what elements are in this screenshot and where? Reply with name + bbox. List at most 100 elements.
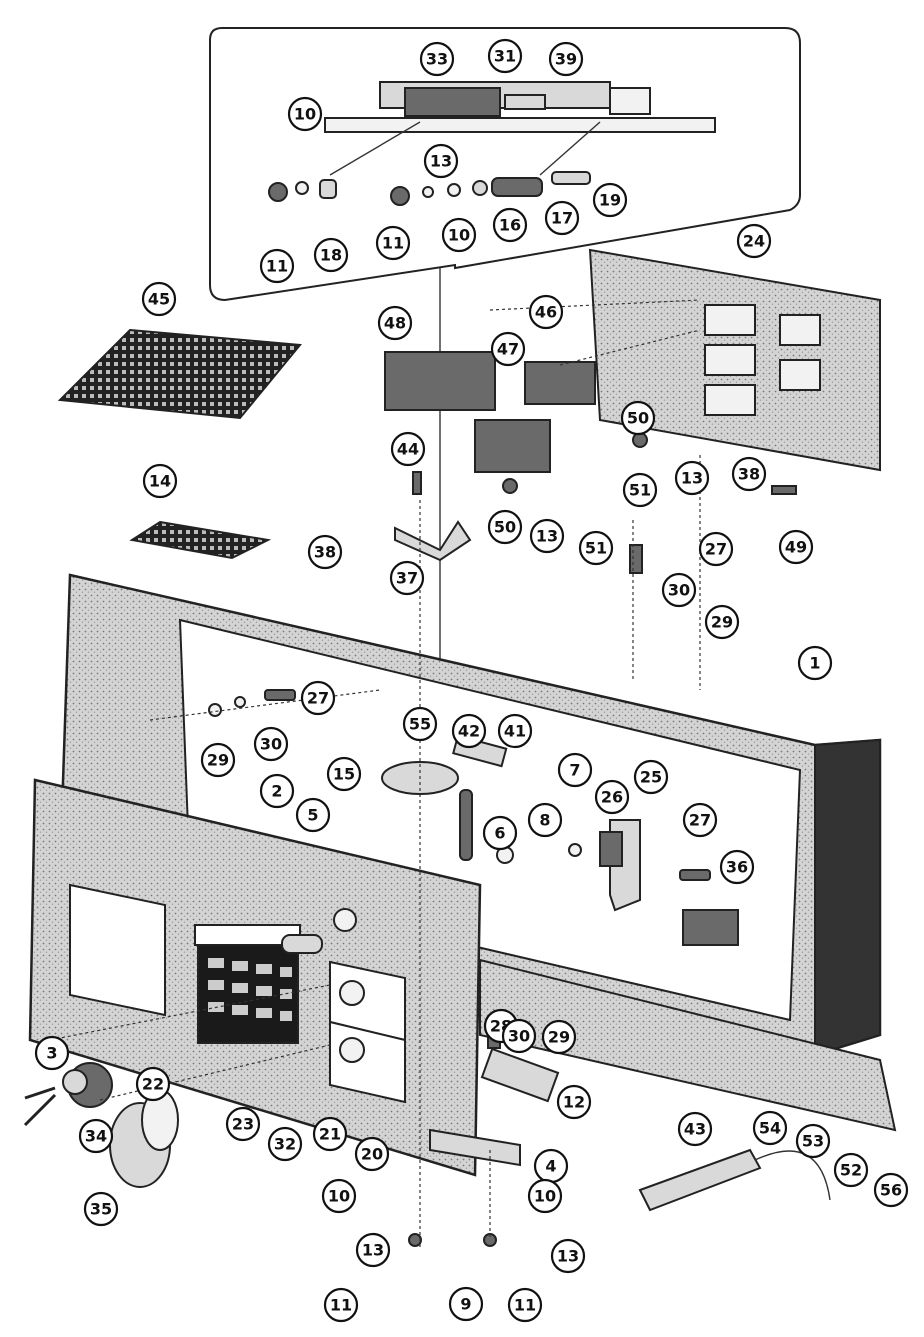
key-switch <box>23 1062 113 1127</box>
callout-34-label: 34 <box>85 1127 107 1146</box>
callout-37-label: 37 <box>396 569 418 588</box>
callout-13b: 13 <box>674 460 710 496</box>
inset-detail-box <box>209 27 801 302</box>
relay-module <box>682 909 739 946</box>
callout-20: 20 <box>354 1136 390 1172</box>
callout-6: 6 <box>482 815 518 851</box>
callout-11d-label: 11 <box>514 1296 536 1315</box>
callout-16-label: 16 <box>499 216 521 235</box>
callout-7: 7 <box>557 752 593 788</box>
callout-24: 24 <box>736 223 772 259</box>
callout-51a: 51 <box>622 472 658 508</box>
callout-16: 16 <box>492 207 528 243</box>
callout-44-label: 44 <box>397 440 419 459</box>
callout-20-label: 20 <box>361 1145 383 1164</box>
callout-4-label: 4 <box>545 1157 556 1176</box>
mesh-filter <box>57 328 302 420</box>
callout-41: 41 <box>497 713 533 749</box>
inset-arrow-left <box>329 121 421 176</box>
callout-37: 37 <box>389 560 425 596</box>
connector-block-46 <box>524 361 596 405</box>
callout-8: 8 <box>527 802 563 838</box>
callout-11d: 11 <box>507 1287 543 1323</box>
callout-15-label: 15 <box>333 765 355 784</box>
callout-38b-label: 38 <box>738 465 760 484</box>
callout-11c: 11 <box>323 1287 359 1323</box>
callout-47-label: 47 <box>497 340 519 359</box>
callout-24-label: 24 <box>743 232 765 251</box>
callout-48: 48 <box>377 305 413 341</box>
lock-cylinder <box>281 934 323 954</box>
callout-29a-label: 29 <box>711 613 733 632</box>
callout-38b: 38 <box>731 456 767 492</box>
callout-2-label: 2 <box>271 782 282 801</box>
callout-10d: 10 <box>527 1178 563 1214</box>
mounting-bracket <box>394 520 472 562</box>
callout-11a-label: 11 <box>266 257 288 276</box>
callout-18: 18 <box>313 237 349 273</box>
callout-36-label: 36 <box>726 858 748 877</box>
callout-29b-label: 29 <box>207 751 229 770</box>
callout-4: 4 <box>533 1148 569 1184</box>
callout-51b: 51 <box>578 530 614 566</box>
pendant-switch <box>638 1148 831 1212</box>
spring <box>459 789 473 861</box>
callout-10c-label: 10 <box>328 1187 350 1206</box>
callout-27c-label: 27 <box>689 811 711 830</box>
connector-block-48 <box>384 351 496 411</box>
callout-43: 43 <box>677 1111 713 1147</box>
callout-13a: 13 <box>423 143 459 179</box>
callout-49-label: 49 <box>785 538 807 557</box>
callout-27a: 27 <box>698 531 734 567</box>
callout-11b-label: 11 <box>382 234 404 253</box>
callout-8-label: 8 <box>539 811 550 830</box>
callout-22-label: 22 <box>142 1075 164 1094</box>
callout-10c: 10 <box>321 1178 357 1214</box>
callout-33-label: 33 <box>426 50 448 69</box>
callout-19-label: 19 <box>599 191 621 210</box>
circuit-board-assembly <box>324 81 716 133</box>
callout-31: 31 <box>487 38 523 74</box>
callout-35-label: 35 <box>90 1200 112 1219</box>
callout-3-label: 3 <box>46 1044 57 1063</box>
callout-10b: 10 <box>441 217 477 253</box>
callout-45-label: 45 <box>148 290 170 309</box>
callout-30a: 30 <box>661 572 697 608</box>
callout-1-label: 1 <box>809 654 820 673</box>
callout-46: 46 <box>528 294 564 330</box>
callout-44: 44 <box>390 431 426 467</box>
callout-13e: 13 <box>550 1238 586 1274</box>
callout-27c: 27 <box>682 802 718 838</box>
callout-50b: 50 <box>487 509 523 545</box>
callout-13a-label: 13 <box>430 152 452 171</box>
callout-52: 52 <box>833 1152 869 1188</box>
callout-13e-label: 13 <box>557 1247 579 1266</box>
callout-19: 19 <box>592 182 628 218</box>
callout-17-label: 17 <box>551 209 573 228</box>
callout-43-label: 43 <box>684 1120 706 1139</box>
callout-54-label: 54 <box>759 1119 781 1138</box>
callout-11a: 11 <box>259 248 295 284</box>
inset-arrow-right <box>539 121 601 176</box>
callout-1: 1 <box>797 645 833 681</box>
inset-hardware <box>268 171 591 206</box>
callout-26: 26 <box>594 779 630 815</box>
leader-lines <box>49 299 701 1250</box>
callout-49: 49 <box>778 529 814 565</box>
callout-11c-label: 11 <box>330 1296 352 1315</box>
callout-33: 33 <box>419 41 455 77</box>
callout-12: 12 <box>556 1084 592 1120</box>
callout-47: 47 <box>490 331 526 367</box>
callout-26-label: 26 <box>601 788 623 807</box>
callout-39-label: 39 <box>555 50 577 69</box>
switch-hole-upper <box>339 980 365 1006</box>
callout-25-label: 25 <box>640 768 662 787</box>
callout-9: 9 <box>448 1286 484 1322</box>
callout-30c: 30 <box>501 1018 537 1054</box>
callout-48-label: 48 <box>384 314 406 333</box>
callout-50a: 50 <box>620 400 656 436</box>
callout-5: 5 <box>295 797 331 833</box>
callout-45: 45 <box>141 281 177 317</box>
label-plate <box>69 883 166 1017</box>
